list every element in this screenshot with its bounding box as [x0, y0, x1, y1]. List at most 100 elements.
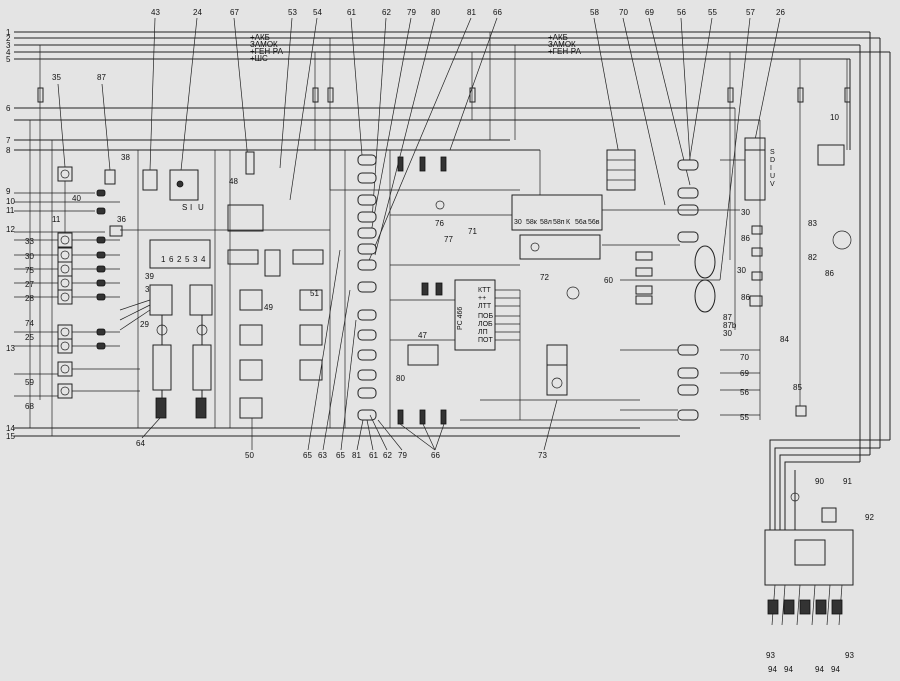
right-lamp-column: 76 — [635, 159, 760, 421]
svg-text:80: 80 — [396, 374, 405, 383]
svg-text:62: 62 — [382, 8, 391, 17]
svg-text:2: 2 — [177, 255, 182, 264]
svg-text:S: S — [770, 149, 775, 156]
diode-clusters: 76 77 — [397, 156, 453, 425]
svg-text:ЛТТ: ЛТТ — [478, 303, 492, 310]
svg-text:76: 76 — [435, 219, 444, 228]
left-connectors — [96, 169, 123, 350]
svg-text:68: 68 — [25, 402, 34, 411]
svg-text:57: 57 — [746, 8, 755, 17]
svg-text:6: 6 — [169, 255, 174, 264]
svg-text:62: 62 — [383, 451, 392, 460]
light-switch-stack: 48 49 51 50 — [227, 150, 331, 460]
svg-text:56: 56 — [740, 388, 749, 397]
svg-text:8: 8 — [6, 146, 11, 155]
svg-text:59: 59 — [25, 378, 34, 387]
svg-text:U: U — [770, 173, 775, 180]
svg-text:10: 10 — [830, 113, 839, 122]
svg-text:90: 90 — [815, 477, 824, 486]
svg-text:82: 82 — [808, 253, 817, 262]
svg-text:D: D — [770, 157, 775, 164]
svg-text:58п: 58п — [553, 219, 565, 226]
svg-text:69: 69 — [645, 8, 654, 17]
svg-text:12: 12 — [6, 225, 15, 234]
svg-text:72: 72 — [540, 273, 549, 282]
svg-text:25: 25 — [25, 333, 34, 342]
svg-text:28: 28 — [25, 294, 34, 303]
svg-text:58: 58 — [590, 8, 599, 17]
bus-labels-left: +АКБ ЗАМОК +ГЕН-РА +ШС — [250, 33, 284, 63]
svg-text:66: 66 — [493, 8, 502, 17]
instrument-lamps-center — [344, 150, 391, 428]
left-lamp-column — [14, 120, 140, 436]
svg-text:84: 84 — [780, 335, 789, 344]
svg-text:ЛОБ: ЛОБ — [478, 321, 493, 328]
svg-text:66: 66 — [431, 451, 440, 460]
svg-text:36: 36 — [117, 215, 126, 224]
engine-control-module: 90 91 92 93 94 94 94 94 93 — [764, 477, 874, 674]
svg-text:РС 466: РС 466 — [457, 307, 464, 330]
svg-text:54: 54 — [313, 8, 322, 17]
svg-text:63: 63 — [318, 451, 327, 460]
svg-text:ПОБ: ПОБ — [478, 313, 493, 320]
svg-text:60: 60 — [604, 276, 613, 285]
svg-text:47: 47 — [418, 331, 427, 340]
svg-text:93: 93 — [766, 651, 775, 660]
svg-text:10: 10 — [6, 197, 15, 206]
svg-text:94: 94 — [815, 665, 824, 674]
svg-text:61: 61 — [347, 8, 356, 17]
power-buses — [14, 31, 891, 530]
column-switch-assemblies: 64 — [119, 284, 213, 448]
svg-text:56а: 56а — [575, 219, 587, 226]
svg-text:ПОТ: ПОТ — [478, 337, 493, 344]
left-bus-numbers: 1 2 3 4 5 6 7 8 9 10 11 12 13 14 15 — [6, 28, 15, 441]
svg-text:5: 5 — [185, 255, 190, 264]
svg-text:94: 94 — [831, 665, 840, 674]
svg-text:94: 94 — [768, 665, 777, 674]
internal-wiring — [120, 108, 761, 421]
svg-text:86: 86 — [825, 269, 834, 278]
bus-label: +АКБ — [548, 33, 568, 42]
svg-text:38: 38 — [121, 153, 130, 162]
svg-text:50: 50 — [245, 451, 254, 460]
svg-text:30: 30 — [737, 266, 746, 275]
svg-text:1: 1 — [6, 28, 11, 37]
bus-label: +ШС — [250, 54, 268, 63]
svg-text:I: I — [770, 165, 772, 172]
svg-text:85: 85 — [793, 383, 802, 392]
svg-text:87b: 87b — [723, 321, 737, 330]
svg-text:9: 9 — [6, 187, 11, 196]
svg-text:55: 55 — [740, 413, 749, 422]
svg-text:3: 3 — [193, 255, 198, 264]
svg-text:58л: 58л — [540, 219, 552, 226]
svg-text:43: 43 — [151, 8, 160, 17]
svg-text:33: 33 — [25, 237, 34, 246]
svg-text:86: 86 — [741, 293, 750, 302]
bottom-references: 65 63 65 81 61 62 79 66 — [303, 249, 445, 460]
bus-label: ЗАМОК — [250, 40, 278, 49]
svg-text:55: 55 — [708, 8, 717, 17]
svg-text:80: 80 — [431, 8, 440, 17]
svg-text:I: I — [190, 203, 192, 212]
relay-47: 47 80 — [396, 331, 439, 383]
svg-text:73: 73 — [538, 451, 547, 460]
svg-text:71: 71 — [468, 227, 477, 236]
washer-motor: 72 73 — [538, 273, 580, 460]
svg-text:94: 94 — [784, 665, 793, 674]
svg-text:30: 30 — [514, 219, 522, 226]
svg-text:S: S — [182, 203, 187, 212]
right-references: 10 83 82 86 84 85 70 69 56 55 30 86 87 8… — [723, 113, 852, 422]
svg-text:35: 35 — [52, 73, 61, 82]
svg-text:56в: 56в — [588, 219, 600, 226]
svg-text:79: 79 — [398, 451, 407, 460]
svg-text:58к: 58к — [526, 219, 538, 226]
svg-text:83: 83 — [808, 219, 817, 228]
svg-text:V: V — [770, 181, 775, 188]
svg-text:87: 87 — [97, 73, 106, 82]
svg-text:91: 91 — [843, 477, 852, 486]
svg-text:74: 74 — [25, 319, 34, 328]
svg-text:70: 70 — [619, 8, 628, 17]
svg-text:24: 24 — [193, 8, 202, 17]
svg-text:14: 14 — [6, 424, 15, 433]
